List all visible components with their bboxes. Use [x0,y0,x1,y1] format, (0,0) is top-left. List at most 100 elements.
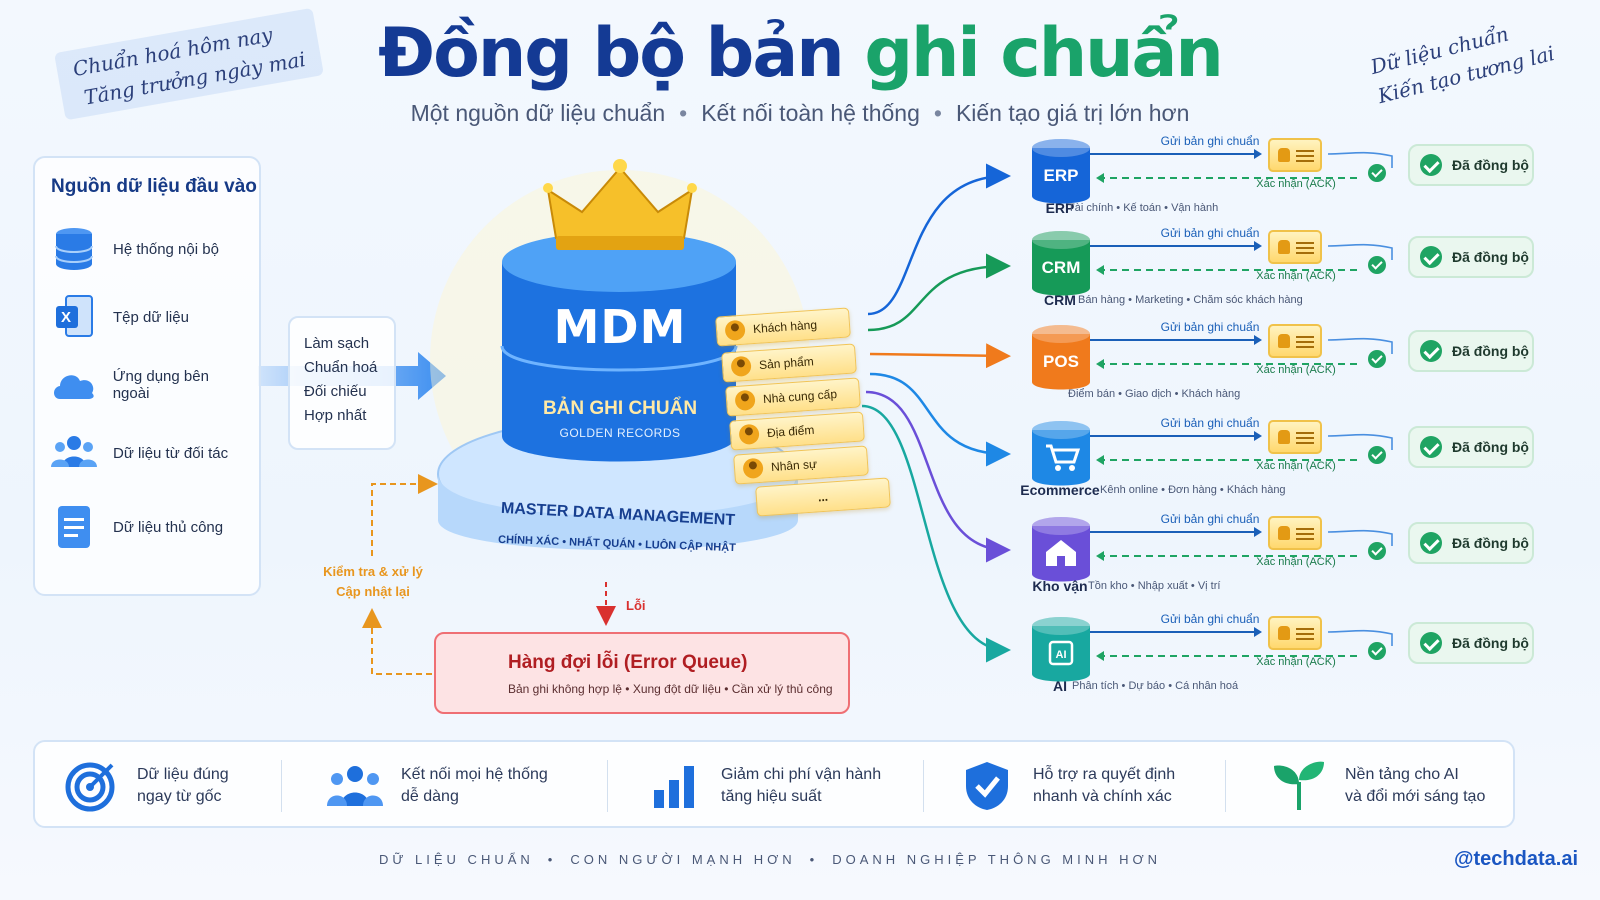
check-circle-icon [1420,632,1442,654]
people-icon [49,428,99,478]
check-circle-icon [1420,436,1442,458]
synced-badge: Đã đồng bộ [1408,522,1534,564]
sync-arrows [1090,627,1393,661]
check-icon [1368,642,1386,660]
excel-file-icon: X [49,292,99,342]
check-icon [1368,350,1386,368]
record-label: Nhà cung cấp [762,386,838,407]
system-description: Điểm bán • Giao dịch • Khách hàng [1068,388,1241,400]
check-icon [1368,164,1386,182]
system-code: ERP [1044,166,1079,185]
record-icon [1268,230,1322,264]
synced-label: Đã đồng bộ [1452,157,1529,173]
benefit-line: và đổi mới sáng tạo [1345,788,1486,805]
title-part-1: Đồng bộ bản [378,14,865,93]
retry-label-line: Cập nhật lại [336,584,410,599]
system-row: POS Điểm bán • Giao dịch • Khách hàng Gử… [1010,320,1570,414]
process-steps-box: Làm sạch Chuẩn hoá Đối chiếu Hợp nhất [288,316,396,450]
team-icon [325,756,385,816]
source-label: Dữ liệu từ đối tác [113,444,229,462]
benefit-item: Hỗ trợ ra quyết định nhanh và chính xác [957,756,1175,816]
subtitle-item: Một nguồn dữ liệu chuẩn [410,100,666,126]
retry-arrow-back [371,474,438,556]
connector-pos [869,343,1011,369]
tagline-item: DOANH NGHIỆP THÔNG MINH HƠN [832,852,1162,867]
source-item-partner: Dữ liệu từ đối tác [49,424,249,482]
person-icon [734,389,756,412]
connector-ai [861,404,1011,663]
system-code: CRM [1042,258,1081,277]
benefit-line: dễ dàng [401,788,459,805]
record-icon [1268,138,1322,172]
source-label: Tệp dữ liệu [113,308,189,326]
synced-badge: Đã đồng bộ [1408,622,1534,664]
sync-arrows [1090,241,1393,275]
ai-chip-icon: AI [1032,617,1090,682]
error-queue-subtitle: Bản ghi không hợp lệ • Xung đột dữ liệu … [508,682,833,696]
system-name: Ecommerce [1020,482,1100,498]
person-icon [730,355,752,378]
sprout-icon [1269,756,1329,816]
process-step: Chuẩn hoá [304,359,378,376]
check-icon [1368,446,1386,464]
cart-icon [1032,421,1090,486]
crown-icon [543,159,697,250]
synced-label: Đã đồng bộ [1452,343,1529,359]
pos-cylinder-icon: POS [1032,325,1090,390]
crm-cylinder-icon: CRM [1032,231,1090,296]
benefit-line: Kết nối mọi hệ thống [401,766,548,783]
synced-badge: Đã đồng bộ [1408,236,1534,278]
source-label: Hệ thống nội bộ [113,240,219,258]
golden-records-subtitle: GOLDEN RECORDS [559,426,681,440]
send-label: Gửi bản ghi chuẩn [1160,612,1260,626]
benefit-line: Giảm chi phí vận hành [721,766,882,783]
retry-label: Kiểm tra & xử lý Cập nhật lại [318,562,428,602]
synced-badge: Đã đồng bộ [1408,426,1534,468]
tagline-item: DỮ LIỆU CHUẨN [378,852,534,867]
warehouse-icon [1032,517,1090,582]
record-label: Địa điểm [766,422,815,441]
golden-records-title: BẢN GHI CHUẨN [542,398,698,419]
system-row: Kho vận Tồn kho • Nhập xuất • Vị trí Gửi… [1010,512,1570,606]
system-name: Kho vận [1032,578,1088,594]
benefit-line: Hỗ trợ ra quyết định [1033,766,1176,783]
cloud-icon [49,360,99,410]
check-icon [1368,256,1386,274]
sync-arrows [1090,527,1393,561]
system-row: AI AI Phân tích • Dự báo • Cá nhân hoá G… [1010,612,1570,706]
synced-badge: Đã đồng bộ [1408,144,1534,186]
source-item-manual: Dữ liệu thủ công [49,498,249,556]
connector-warehouse [865,390,1011,563]
benefit-line: nhanh và chính xác [1033,788,1172,805]
bar-chart-icon [645,756,705,816]
send-label: Gửi bản ghi chuẩn [1160,512,1260,526]
system-description: Phân tích • Dự báo • Cá nhân hoá [1072,680,1239,692]
mdm-platform-side [438,474,798,550]
retry-label-line: Kiểm tra & xử lý [323,564,423,579]
system-name: AI [1053,678,1067,694]
ack-label: Xác nhận (ACK) [1256,364,1336,376]
source-item-external: Ứng dụng bên ngoài [49,356,249,414]
brand-handle[interactable]: @techdata.ai [1454,848,1578,870]
synced-badge: Đã đồng bộ [1408,330,1534,372]
subtitle-item: Kết nối toàn hệ thống [701,100,920,126]
record-icon [1268,616,1322,650]
record-icon [1268,420,1322,454]
connector-crm [867,253,1011,332]
subtitle-item: Kiến tạo giá trị lớn hơn [955,100,1190,126]
system-row: Ecommerce Kênh online • Đơn hàng • Khách… [1010,416,1570,510]
record-label: Nhân sự [770,456,818,475]
system-row: ERP ERP Tài chính • Kế toán • Vận hành G… [1010,134,1570,228]
sync-arrows [1090,431,1393,465]
ack-label: Xác nhận (ACK) [1256,270,1336,282]
synced-label: Đã đồng bộ [1452,249,1529,265]
system-description: Tài chính • Kế toán • Vận hành [1068,202,1219,214]
check-icon [1368,542,1386,560]
erp-cylinder-icon: ERP [1032,139,1090,204]
check-circle-icon [1420,532,1442,554]
record-icon [1268,516,1322,550]
